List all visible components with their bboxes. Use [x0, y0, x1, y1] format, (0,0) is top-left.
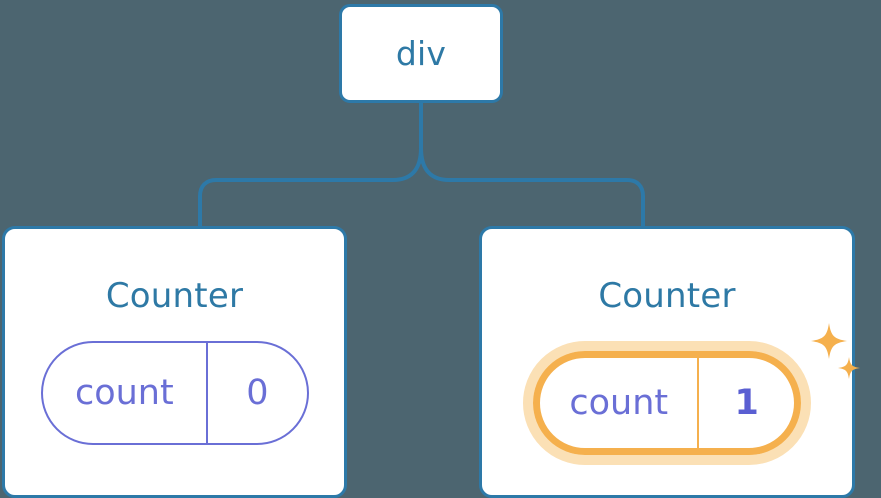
- state-pill-right-key: count: [569, 382, 669, 423]
- state-pill-left-divider: [206, 343, 209, 443]
- state-pill-right[interactable]: count 1: [533, 351, 801, 455]
- state-pill-right-value: 1: [734, 382, 759, 423]
- connector-branch-right: [419, 147, 645, 228]
- node-counter-left[interactable]: Counter count 0: [2, 226, 347, 498]
- state-pill-wrapper-right: count 1: [523, 323, 860, 465]
- sparkle-large-icon: [811, 323, 847, 359]
- state-pill-left[interactable]: count 0: [40, 341, 309, 445]
- node-counter-right[interactable]: Counter count 1: [479, 226, 860, 498]
- node-counter-right-title: Counter: [598, 276, 736, 316]
- state-pill-left-key: count: [74, 372, 174, 413]
- node-counter-left-title: Counter: [105, 276, 244, 316]
- state-pill-left-value: 0: [246, 372, 269, 413]
- sparkle-group: [807, 319, 863, 391]
- node-div-label: div: [395, 34, 447, 73]
- state-pill-right-glow: count 1: [523, 341, 811, 465]
- state-pill-right-divider: [697, 358, 700, 448]
- connector-branch-left: [198, 147, 423, 228]
- state-pill-wrapper-left: count 0: [40, 341, 309, 445]
- sparkle-small-icon: [838, 357, 860, 379]
- node-div[interactable]: div: [339, 4, 503, 103]
